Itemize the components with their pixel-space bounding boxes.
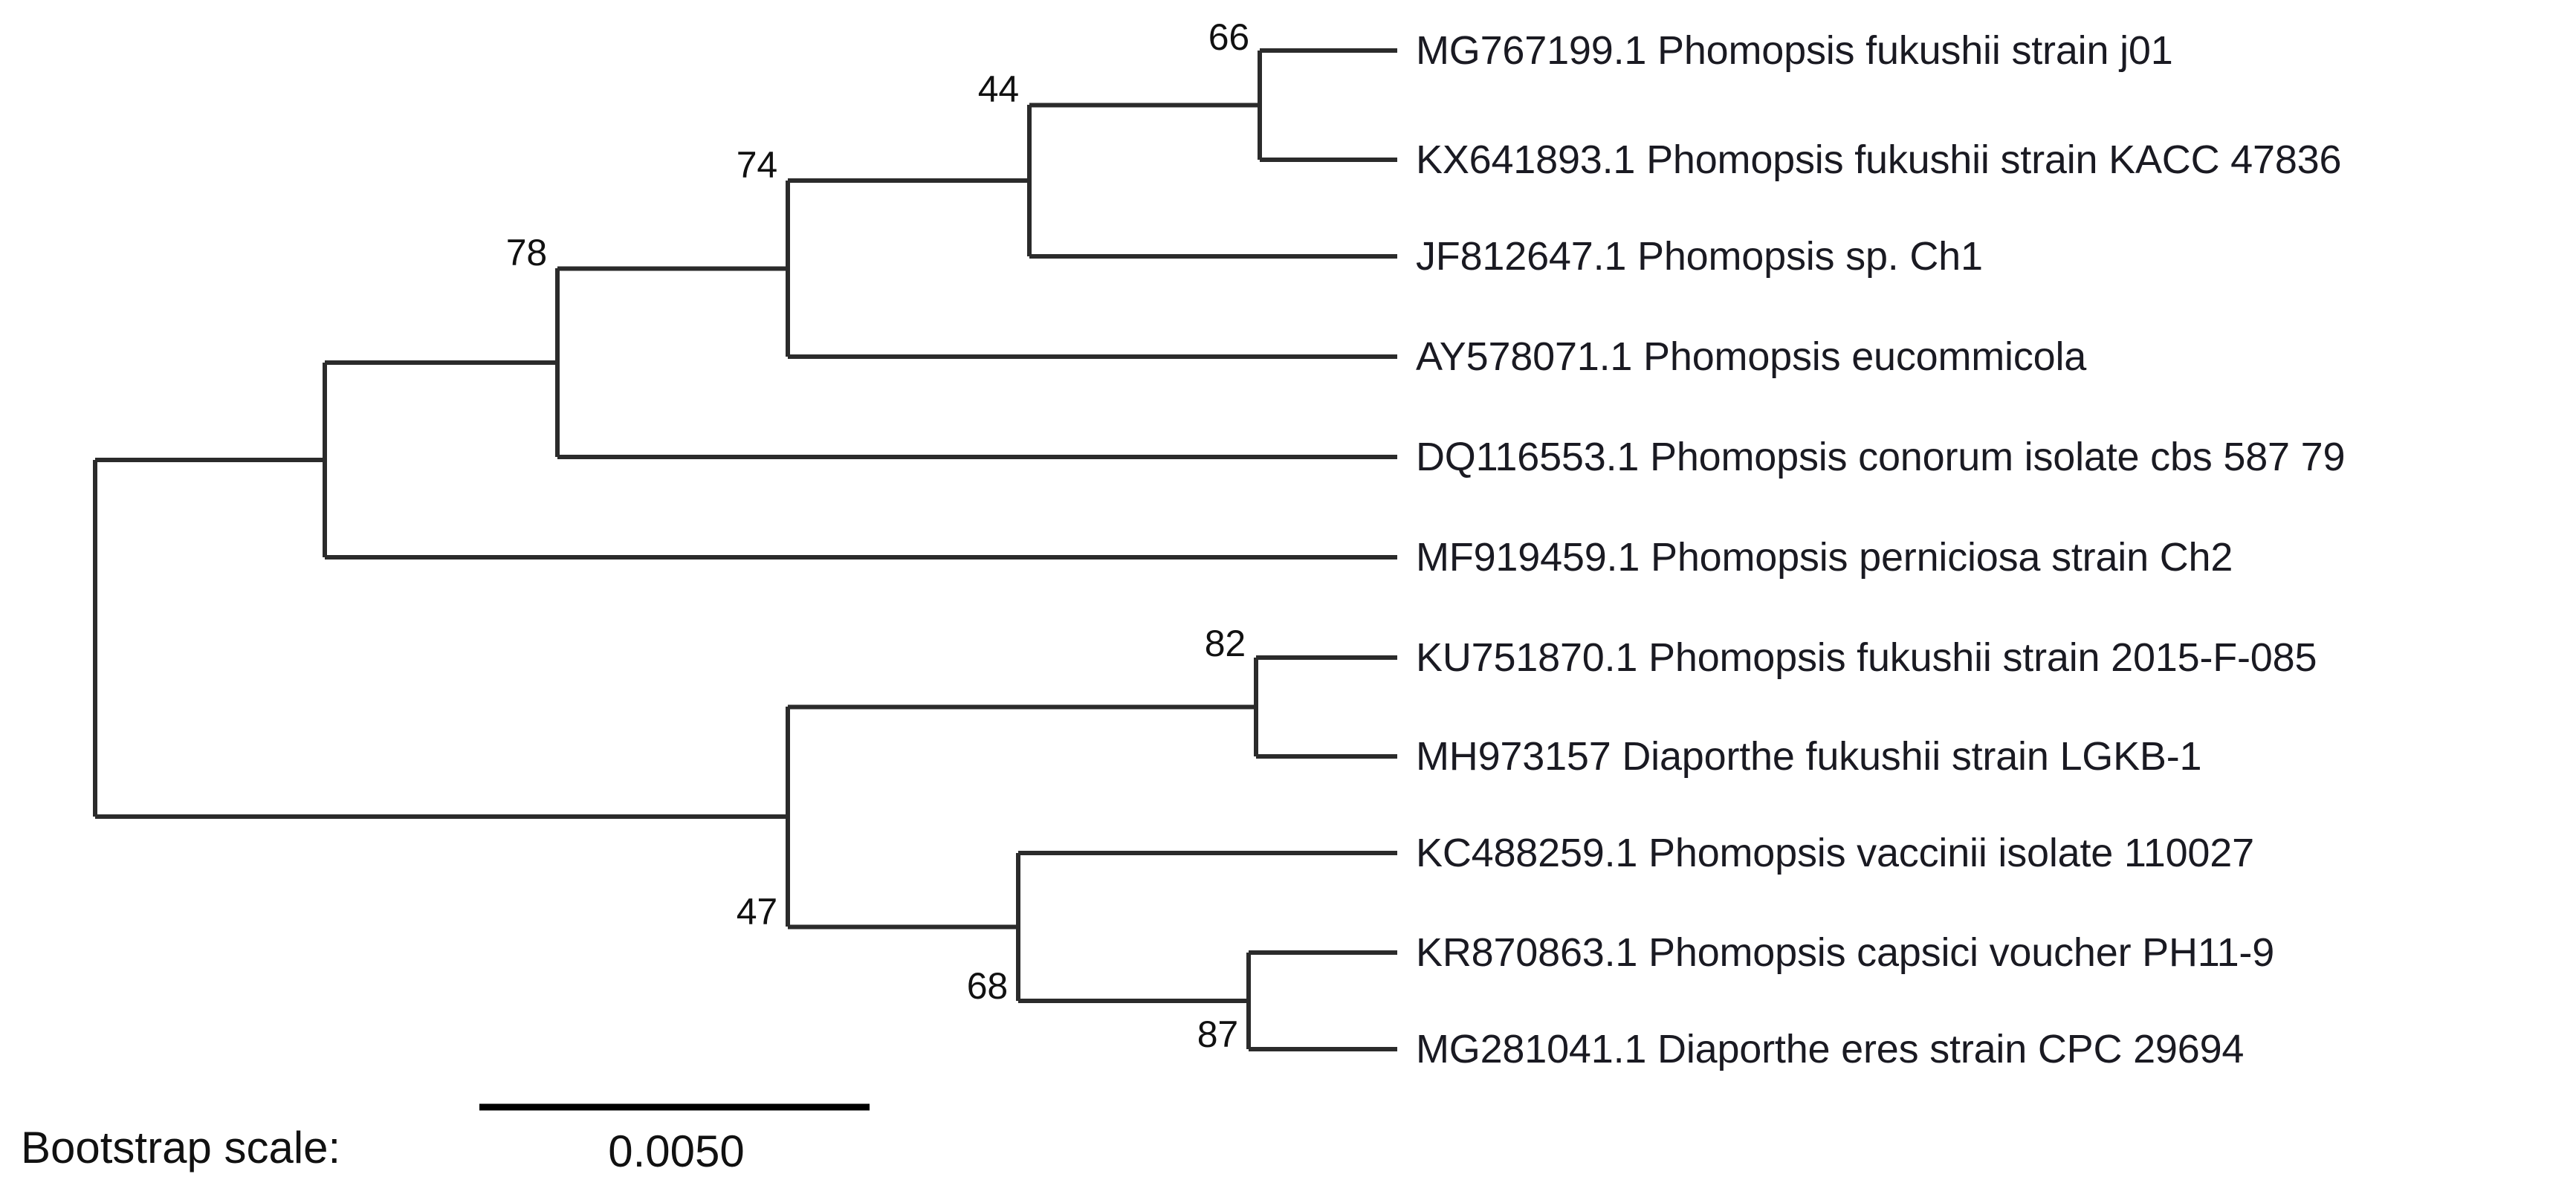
- bootstrap-value-44: 44: [977, 68, 1019, 110]
- scale-bar-caption: Bootstrap scale:: [21, 1123, 341, 1173]
- taxon-label-11: MG281041.1 Diaporthe eres strain CPC 296…: [1416, 1027, 2245, 1071]
- bootstrap-value-87: 87: [1197, 1013, 1238, 1055]
- taxon-label-4: AY578071.1 Phomopsis eucommicola: [1416, 334, 2087, 379]
- taxon-label-2: KX641893.1 Phomopsis fukushii strain KAC…: [1416, 137, 2342, 182]
- taxon-label-6: MF919459.1 Phomopsis perniciosa strain C…: [1416, 535, 2233, 580]
- scale-bar-value: 0.0050: [608, 1126, 745, 1176]
- bootstrap-value-78: 78: [505, 232, 547, 273]
- bootstrap-value-66: 66: [1208, 16, 1249, 58]
- taxon-label-9: KC488259.1 Phomopsis vaccinii isolate 11…: [1416, 831, 2254, 875]
- taxon-label-1: MG767199.1 Phomopsis fukushii strain j01: [1416, 28, 2173, 73]
- bootstrap-value-82: 82: [1204, 623, 1246, 664]
- taxon-label-8: MH973157 Diaporthe fukushii strain LGKB-…: [1416, 734, 2202, 779]
- taxon-label-7: KU751870.1 Phomopsis fukushii strain 201…: [1416, 635, 2317, 680]
- branch-group: [93, 48, 1397, 1051]
- bootstrap-value-68: 68: [966, 965, 1008, 1007]
- bootstrap-value-47: 47: [736, 891, 777, 933]
- taxon-label-10: KR870863.1 Phomopsis capsici voucher PH1…: [1416, 930, 2275, 975]
- bootstrap-value-74: 74: [736, 144, 777, 186]
- taxon-label-3: JF812647.1 Phomopsis sp. Ch1: [1416, 234, 1983, 279]
- taxon-label-5: DQ116553.1 Phomopsis conorum isolate cbs…: [1416, 435, 2346, 479]
